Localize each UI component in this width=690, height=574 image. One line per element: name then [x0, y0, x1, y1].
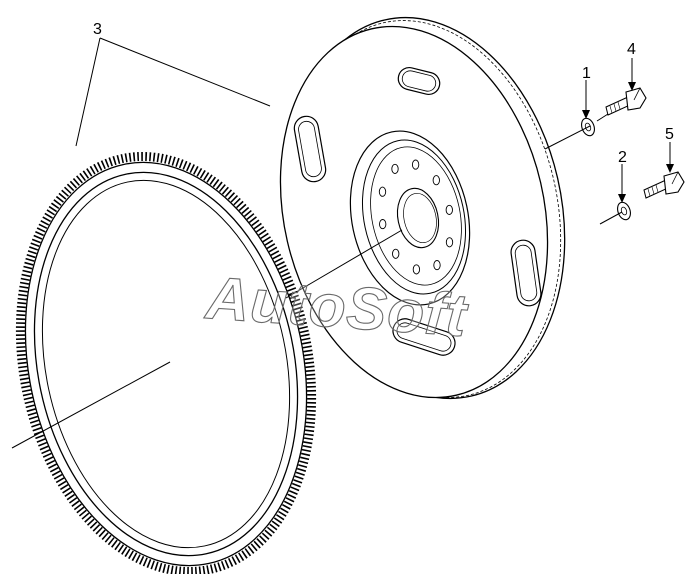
- bolt-upper: [605, 87, 647, 116]
- callout-washer-lower: 2: [618, 149, 627, 166]
- flywheel-hub: [349, 130, 471, 306]
- callout-washer-upper: 1: [582, 65, 591, 82]
- bolt-hole: [445, 237, 454, 248]
- slot-left: [293, 115, 327, 183]
- bolt-hole: [412, 264, 421, 275]
- callout-labels: 3 1 4 2 5: [93, 21, 674, 166]
- bolt-hole: [378, 186, 387, 197]
- flywheel-plate: [279, 16, 566, 400]
- leader-lines: [75, 37, 674, 203]
- callout-ring-gear: 3: [93, 21, 102, 38]
- bolt-lower: [643, 171, 685, 199]
- bolt-hole: [379, 219, 387, 230]
- bolt-hole: [392, 248, 400, 259]
- center-axis-lines: [11, 113, 623, 449]
- slot-bottom: [392, 318, 456, 356]
- hub-bolt-holes: [378, 159, 454, 275]
- callout-bolt-upper: 4: [627, 41, 636, 58]
- bolt-hole: [411, 159, 420, 170]
- ring-gear: [15, 151, 317, 574]
- slot-top: [397, 66, 441, 96]
- bolt-hole: [432, 175, 440, 186]
- callout-bolt-lower: 5: [665, 126, 674, 143]
- washer-lower: [617, 201, 631, 221]
- bolt-hole: [391, 163, 399, 174]
- slot-right: [510, 239, 542, 307]
- bolt-hole: [445, 204, 453, 215]
- bolt-hole: [433, 260, 441, 271]
